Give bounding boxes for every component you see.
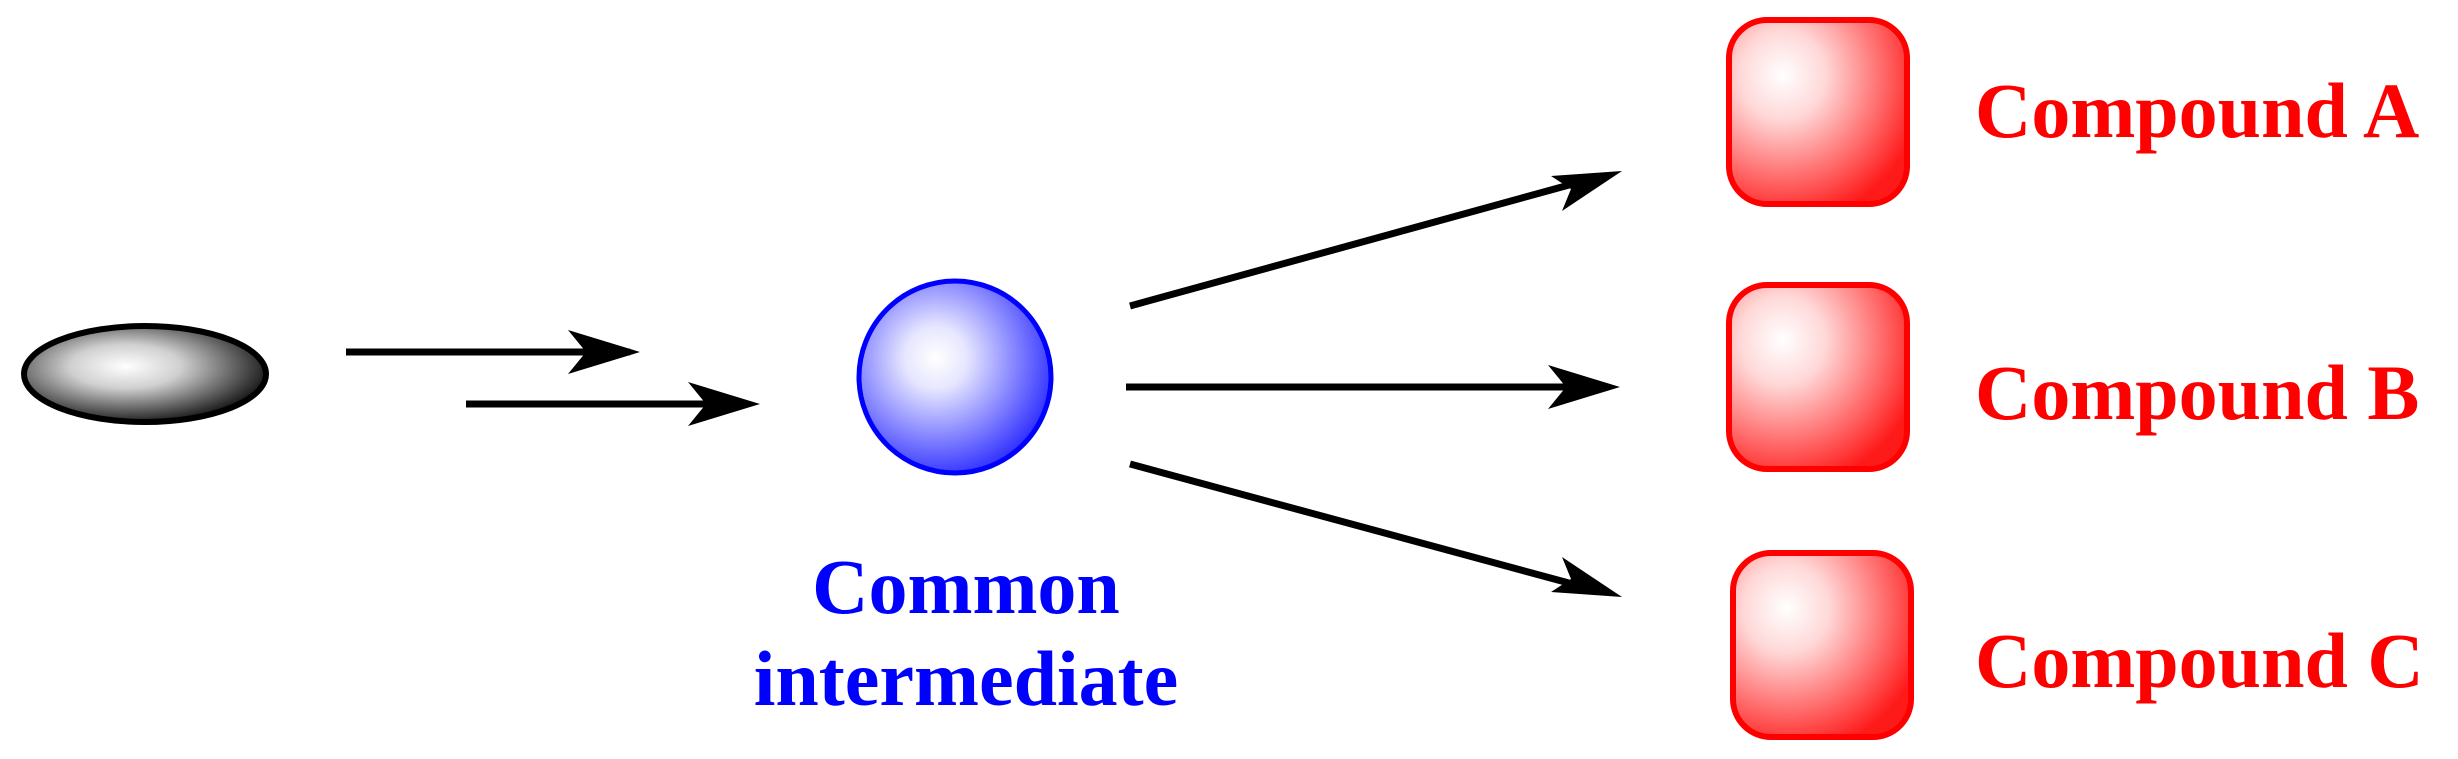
arrow-to-compound-c-head — [1551, 557, 1622, 597]
intermediate-sphere — [856, 278, 1054, 476]
compound-a-label: Compound A — [1975, 67, 2420, 154]
intermediate-label-line2: intermediate — [753, 635, 1179, 722]
compound-a-square — [1726, 17, 1910, 207]
compound-c-square — [1730, 550, 1914, 740]
arrow-to-compound-b-head — [1548, 365, 1620, 409]
intermediate-label-line1: Common — [812, 543, 1120, 630]
arrow-to-compound-a-head — [1551, 171, 1622, 211]
divergent-arrows — [1126, 171, 1622, 597]
starting-material-ellipse — [21, 323, 269, 425]
product-squares — [1726, 17, 1914, 740]
compound-b-label: Compound B — [1975, 349, 2420, 436]
compound-b-square — [1726, 282, 1910, 472]
step-arrow-2-head — [688, 382, 760, 426]
arrow-to-compound-c — [1129, 460, 1581, 590]
compound-c-label: Compound C — [1975, 617, 2424, 704]
multistep-arrows — [346, 330, 760, 426]
step-arrow-1-head — [568, 330, 640, 374]
arrow-to-compound-a — [1129, 178, 1581, 310]
